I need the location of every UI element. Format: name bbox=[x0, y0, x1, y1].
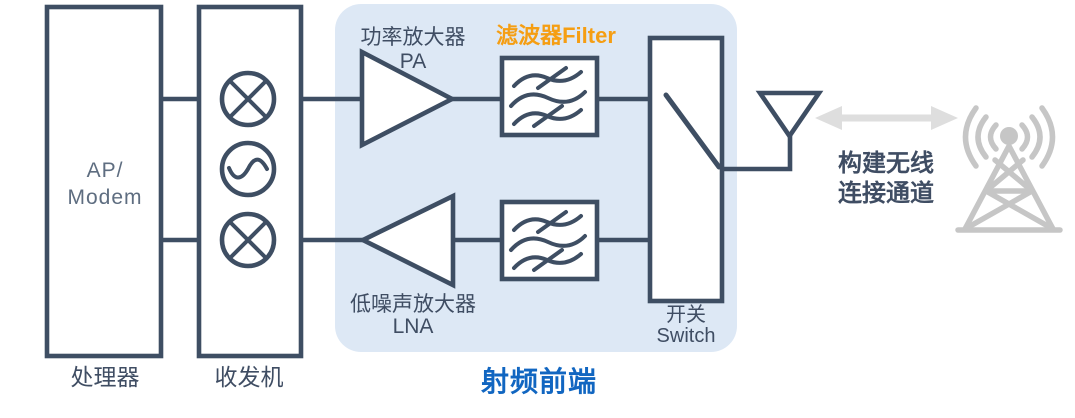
processor-caption: 处理器 bbox=[70, 364, 140, 390]
filter-icon bbox=[499, 55, 600, 138]
filter-icon bbox=[502, 202, 597, 279]
mixer-icon bbox=[219, 211, 277, 269]
switch-label-en: Switch bbox=[656, 325, 716, 347]
wireless-link-label-line1: 构建无线 bbox=[838, 150, 934, 177]
transceiver-caption: 收发机 bbox=[214, 364, 284, 390]
wireless-link-label: 构建无线 连接通道 bbox=[824, 149, 948, 209]
mixer-icon bbox=[219, 70, 277, 128]
base-station-icon bbox=[955, 105, 1063, 233]
pa-amplifier-icon bbox=[359, 48, 458, 149]
lna-label: 低噪声放大器 LNA bbox=[343, 294, 483, 338]
wireless-link-label-line2: 连接通道 bbox=[838, 180, 934, 207]
processor-box-title-line2: Modem bbox=[67, 186, 143, 209]
switch-label-cn: 开关 bbox=[666, 304, 706, 326]
rf-frontend-caption: 射频前端 bbox=[480, 366, 597, 397]
double-arrow-icon bbox=[815, 106, 958, 130]
lna-label-en: LNA bbox=[392, 315, 434, 338]
pa-label: 功率放大器 PA bbox=[345, 26, 481, 74]
lna-amplifier-icon bbox=[357, 192, 456, 289]
processor-box bbox=[44, 4, 164, 359]
antenna-icon bbox=[755, 90, 824, 141]
pa-label-en: PA bbox=[399, 50, 427, 73]
processor-box-title: AP/ Modem bbox=[49, 157, 161, 211]
pa-label-cn: 功率放大器 bbox=[360, 26, 466, 49]
filter-label: 滤波器Filter bbox=[496, 23, 616, 48]
switch-icon bbox=[647, 35, 725, 304]
switch-label: 开关 Switch bbox=[638, 305, 734, 347]
processor-box-title-line1: AP/ bbox=[86, 159, 124, 182]
oscillator-icon bbox=[219, 140, 277, 198]
lna-label-cn: 低噪声放大器 bbox=[350, 293, 476, 316]
